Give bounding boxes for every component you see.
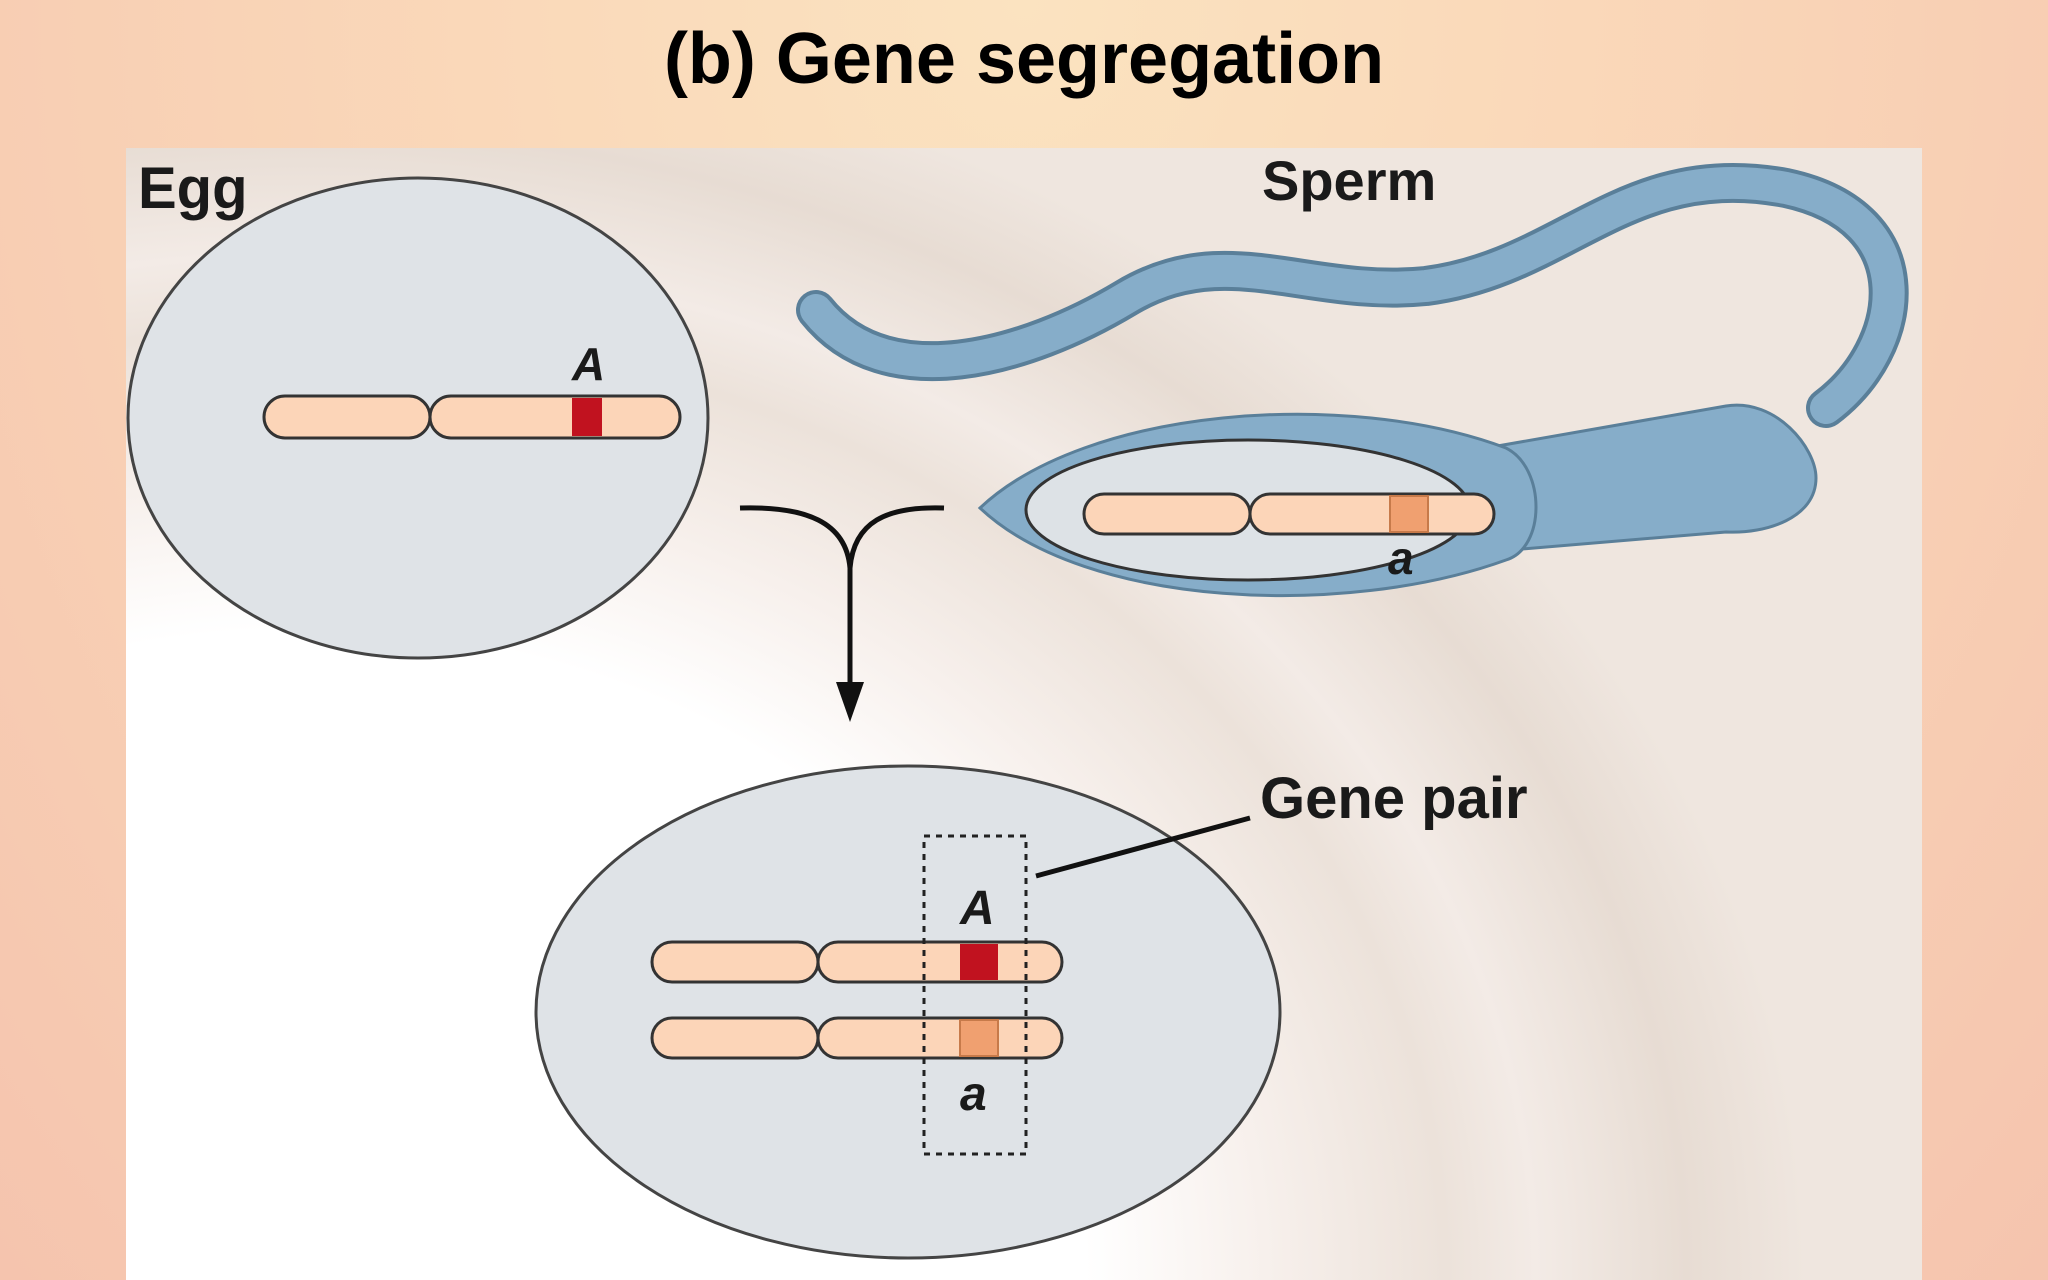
gene-pair-leader: [1035, 815, 1251, 879]
slide-title: (b) Gene segregation: [663, 19, 1385, 99]
fertilization-arrow: [739, 505, 945, 688]
zygote-chromosome-bottom: [650, 1016, 1064, 1060]
zygote-allele-top-label: A: [959, 882, 995, 935]
gene-pair-label: Gene pair: [1260, 766, 1528, 831]
zygote-allele-a-band: [959, 1019, 999, 1057]
egg-chromosome: [262, 394, 682, 440]
egg-allele-label: A: [571, 338, 605, 390]
egg-label: Egg: [138, 156, 248, 221]
zygote-chromosome-top: [650, 940, 1064, 984]
arrow-head: [836, 682, 864, 722]
egg-allele-A-band: [572, 398, 602, 436]
sperm-label: Sperm: [1262, 149, 1436, 212]
zygote-cell: [534, 764, 1282, 1260]
gene-pair-box: [922, 834, 1028, 1156]
sperm-midpiece: [1484, 403, 1818, 554]
zygote-allele-bottom-label: a: [960, 1068, 987, 1121]
diagram-panel: Egg A Sperm a: [126, 148, 1922, 1280]
gene-segregation-diagram: Egg A Sperm a: [126, 149, 1909, 1260]
zygote-allele-A-band: [960, 944, 998, 980]
sperm-allele-label: a: [1388, 532, 1414, 584]
sperm-allele-a-band: [1389, 495, 1429, 533]
sperm-chromosome: [1082, 492, 1496, 536]
